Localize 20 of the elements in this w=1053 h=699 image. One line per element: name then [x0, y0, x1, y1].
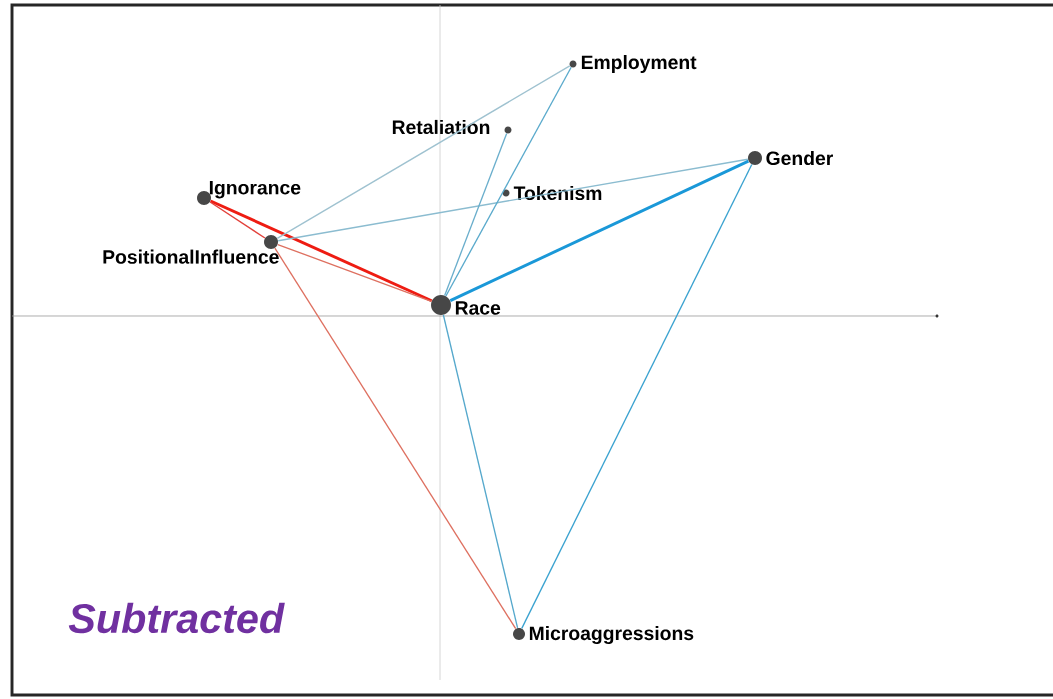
point-label: Retaliation — [392, 119, 490, 135]
point-label: Race — [455, 301, 501, 315]
connector-line — [445, 66, 572, 297]
point-label: PositionalInfluence — [103, 249, 279, 264]
connector-line — [274, 247, 517, 630]
connector-line — [449, 159, 750, 302]
connector-line — [521, 163, 753, 630]
point-label: Ignorance — [209, 181, 301, 199]
point-label: Gender — [766, 150, 833, 166]
point-label: Employment — [581, 55, 697, 73]
point-label: Microaggressions — [529, 625, 694, 645]
connector-line — [276, 65, 571, 239]
connector-line — [277, 243, 433, 303]
connector-line — [277, 158, 749, 242]
connector-line — [442, 314, 519, 629]
connector-line — [209, 201, 266, 239]
point-label: Tokenism — [513, 185, 602, 201]
title: Subtracted — [68, 602, 285, 634]
connector-line — [210, 199, 433, 303]
connector-line — [444, 132, 508, 297]
